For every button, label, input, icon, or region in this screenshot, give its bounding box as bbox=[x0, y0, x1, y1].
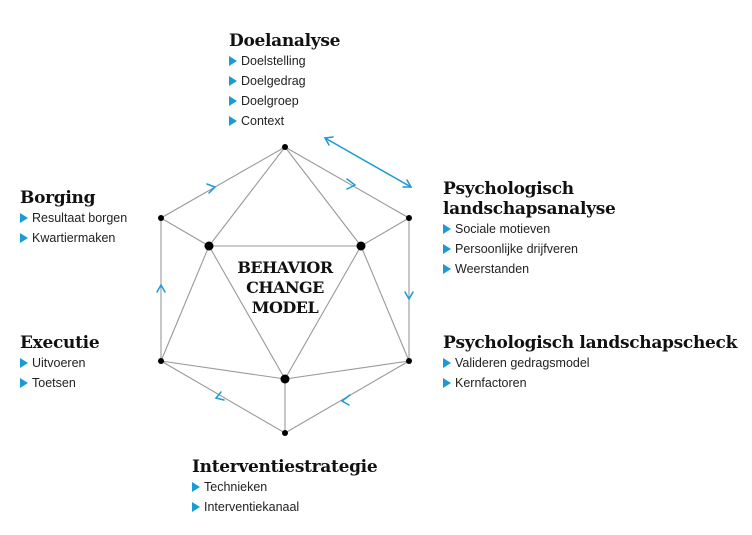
chevron-arrow-icon bbox=[340, 394, 351, 406]
triangle-bullet-icon bbox=[20, 378, 28, 388]
triangle-bullet-icon bbox=[229, 96, 237, 106]
stage-item: Valideren gedragsmodel bbox=[443, 353, 737, 373]
edge bbox=[360, 245, 410, 362]
node bbox=[280, 374, 290, 384]
triangle-bullet-icon bbox=[192, 502, 200, 512]
item-label: Sociale motieven bbox=[455, 222, 551, 236]
item-label: Doelgroep bbox=[241, 94, 299, 108]
stage-item: Kernfactoren bbox=[443, 373, 737, 393]
stage-item: Toetsen bbox=[20, 373, 99, 393]
stage-item: Uitvoeren bbox=[20, 353, 99, 373]
node bbox=[356, 241, 366, 251]
item-label: Context bbox=[241, 114, 285, 128]
node bbox=[158, 358, 164, 364]
node bbox=[282, 430, 288, 436]
triangle-bullet-icon bbox=[20, 358, 28, 368]
stage-psychologisch-landschapscheck: Psychologisch landschapscheck Valideren … bbox=[443, 333, 737, 393]
stage-executie: Executie Uitvoeren Toetsen bbox=[20, 333, 100, 393]
node bbox=[158, 215, 164, 221]
chevron-arrow-icon bbox=[214, 391, 225, 401]
stage-item: Weerstanden bbox=[443, 259, 616, 279]
stage-title: landschapsanalyse bbox=[443, 199, 616, 219]
stage-item: Resultaat borgen bbox=[20, 208, 127, 228]
stage-item: Interventiekanaal bbox=[192, 497, 377, 517]
chevron-arrow-icon bbox=[346, 178, 357, 190]
stage-title: Psychologisch landschapscheck bbox=[443, 333, 738, 353]
triangle-bullet-icon bbox=[229, 76, 237, 86]
item-label: Kernfactoren bbox=[455, 376, 527, 390]
model-title: BEHAVIOR CHANGE MODEL bbox=[215, 258, 355, 318]
triangle-bullet-icon bbox=[229, 116, 237, 126]
model-title-line: BEHAVIOR bbox=[237, 258, 333, 277]
item-label: Toetsen bbox=[32, 376, 76, 390]
stage-item: Sociale motieven bbox=[443, 219, 616, 239]
item-label: Doelstelling bbox=[241, 54, 306, 68]
node bbox=[406, 358, 412, 364]
triangle-bullet-icon bbox=[443, 244, 451, 254]
chevron-arrow-icon bbox=[206, 183, 217, 194]
triangle-bullet-icon bbox=[443, 224, 451, 234]
edge bbox=[284, 146, 362, 247]
stage-item: Persoonlijke drijfveren bbox=[443, 239, 616, 259]
node bbox=[282, 144, 288, 150]
item-label: Kwartiermaken bbox=[32, 231, 116, 245]
arrowhead-icon bbox=[402, 179, 413, 188]
chevron-arrow-icon bbox=[404, 291, 414, 301]
item-label: Technieken bbox=[204, 480, 268, 494]
item-label: Interventiekanaal bbox=[204, 500, 300, 514]
flow-arrows bbox=[156, 136, 414, 406]
triangle-bullet-icon bbox=[20, 233, 28, 243]
inner-triangle bbox=[208, 245, 362, 381]
edge bbox=[284, 360, 410, 380]
edge bbox=[360, 217, 410, 247]
stage-psychologisch-landschapsanalyse: Psychologisch landschapsanalyse Sociale … bbox=[443, 179, 616, 279]
stage-item: Doelgedrag bbox=[229, 71, 340, 91]
node bbox=[406, 215, 412, 221]
model-title-line: CHANGE bbox=[246, 278, 324, 297]
item-label: Resultaat borgen bbox=[32, 211, 128, 225]
triangle-bullet-icon bbox=[443, 264, 451, 274]
stage-doelanalyse: Doelanalyse Doelstelling Doelgedrag Doel… bbox=[229, 31, 340, 131]
stage-item: Doelstelling bbox=[229, 51, 340, 71]
chevron-arrow-icon bbox=[156, 283, 166, 293]
stage-title: Psychologisch bbox=[443, 179, 574, 199]
stage-title: Borging bbox=[20, 188, 96, 208]
stage-borging: Borging Resultaat borgen Kwartiermaken bbox=[20, 188, 127, 248]
item-label: Weerstanden bbox=[455, 262, 530, 276]
arrowhead-icon bbox=[323, 136, 334, 146]
stage-title: Executie bbox=[20, 333, 100, 353]
triangle-bullet-icon bbox=[192, 482, 200, 492]
stage-item: Kwartiermaken bbox=[20, 228, 127, 248]
double-arrow-icon bbox=[324, 137, 412, 188]
edge bbox=[160, 217, 210, 247]
item-label: Persoonlijke drijfveren bbox=[455, 242, 578, 256]
edge bbox=[208, 146, 286, 247]
triangle-bullet-icon bbox=[443, 378, 451, 388]
stage-title: Doelanalyse bbox=[229, 31, 341, 51]
model-title-line: MODEL bbox=[251, 298, 319, 317]
stage-title: Interventiestrategie bbox=[192, 457, 378, 477]
item-label: Valideren gedragsmodel bbox=[455, 356, 590, 370]
stage-interventiestrategie: Interventiestrategie Technieken Interven… bbox=[192, 457, 378, 517]
edge bbox=[160, 245, 210, 362]
item-label: Doelgedrag bbox=[241, 74, 306, 88]
item-label: Uitvoeren bbox=[32, 356, 86, 370]
stage-item: Context bbox=[229, 111, 340, 131]
triangle-bullet-icon bbox=[229, 56, 237, 66]
stage-item: Technieken bbox=[192, 477, 377, 497]
edge bbox=[160, 360, 286, 380]
graph-nodes bbox=[158, 144, 412, 436]
triangle-bullet-icon bbox=[443, 358, 451, 368]
triangle-bullet-icon bbox=[20, 213, 28, 223]
stage-item: Doelgroep bbox=[229, 91, 340, 111]
node bbox=[204, 241, 214, 251]
